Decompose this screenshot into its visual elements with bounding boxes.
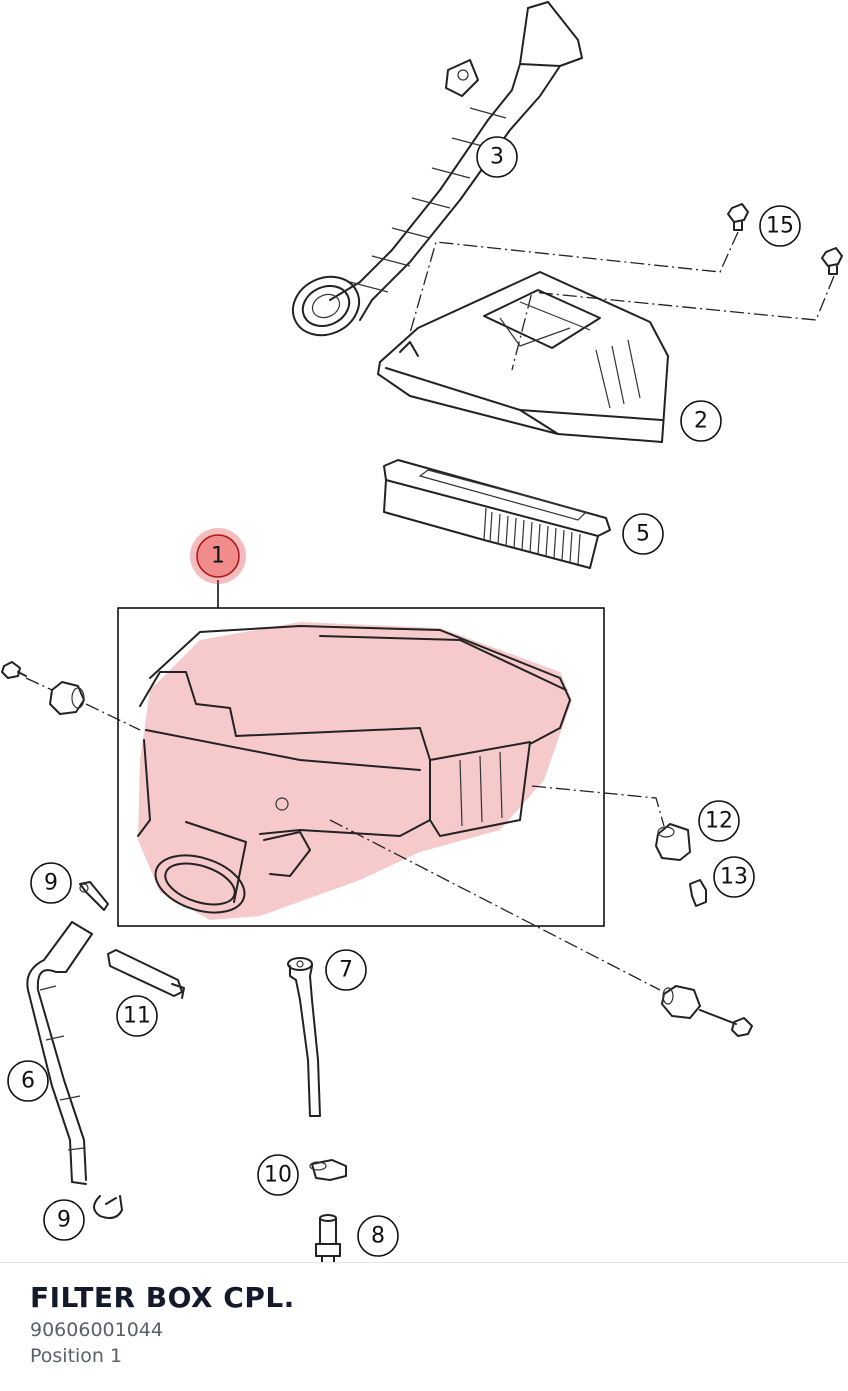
callout-13[interactable]: 13 [713,856,755,898]
selection-frame [117,607,605,927]
svg-text:13: 13 [720,865,748,890]
screw-13[interactable] [689,879,707,907]
rubber-mount-left[interactable] [49,681,85,715]
intake-snorkel-part[interactable] [283,1,583,346]
callout-6[interactable]: 6 [7,1060,49,1102]
screw-left[interactable] [1,661,27,679]
hose-clip-9-upper[interactable] [79,881,109,911]
callout-8[interactable]: 8 [357,1215,399,1257]
svg-text:9: 9 [57,1208,71,1233]
callout-9-upper[interactable]: 9 [30,862,72,904]
air-filter-part[interactable] [383,459,611,569]
breather-hose-7[interactable] [287,957,321,1117]
svg-text:3: 3 [490,145,504,170]
callout-10[interactable]: 10 [257,1154,299,1196]
callout-1[interactable]: 1 [190,528,246,584]
svg-text:12: 12 [705,809,733,834]
hose-clamp-11[interactable] [107,949,185,999]
drain-hose-6[interactable] [26,921,93,1185]
callout-9-lower[interactable]: 9 [43,1199,85,1241]
filter-box-part[interactable] [117,580,605,927]
svg-text:9: 9 [44,871,58,896]
svg-text:8: 8 [371,1224,385,1249]
svg-text:6: 6 [21,1069,35,1094]
svg-text:2: 2 [694,409,708,434]
hose-clip-10[interactable] [309,1159,347,1181]
screw-15-upper[interactable] [727,203,749,231]
part-info-panel: FILTER BOX CPL. 90606001044 Position 1 [0,1262,848,1391]
svg-text:1: 1 [211,544,225,569]
assembly-line-left [25,677,141,731]
callout-2[interactable]: 2 [680,400,722,442]
assembly-line-diagonal [329,819,661,991]
filter-box-cover-part[interactable] [377,271,669,443]
assembly-line-15b [511,275,835,371]
rubber-mount-right[interactable] [661,985,701,1019]
part-position: Position 1 [30,1345,123,1367]
part-title: FILTER BOX CPL. [30,1281,295,1314]
callout-3[interactable]: 3 [476,136,518,178]
callout-12[interactable]: 12 [698,800,740,842]
screw-right[interactable] [699,1009,753,1037]
callout-15[interactable]: 15 [759,205,801,247]
hose-clamp-9-lower[interactable] [93,1195,123,1219]
connector-8[interactable] [315,1214,341,1262]
assembly-line-12 [531,785,665,827]
callout-7[interactable]: 7 [325,949,367,991]
svg-text:15: 15 [766,214,794,239]
assembly-line-15a [407,231,739,341]
screw-15-right[interactable] [821,247,843,275]
rubber-mount-12[interactable] [655,823,691,861]
svg-text:11: 11 [123,1004,151,1029]
svg-text:5: 5 [636,522,650,547]
exploded-parts-diagram: 1 2 3 5 6 7 8 9 9 10 11 12 [1,1,843,1262]
svg-text:10: 10 [264,1163,292,1188]
part-number: 90606001044 [30,1319,163,1341]
callout-11[interactable]: 11 [116,995,158,1037]
svg-text:7: 7 [339,958,353,983]
callout-5[interactable]: 5 [622,513,664,555]
